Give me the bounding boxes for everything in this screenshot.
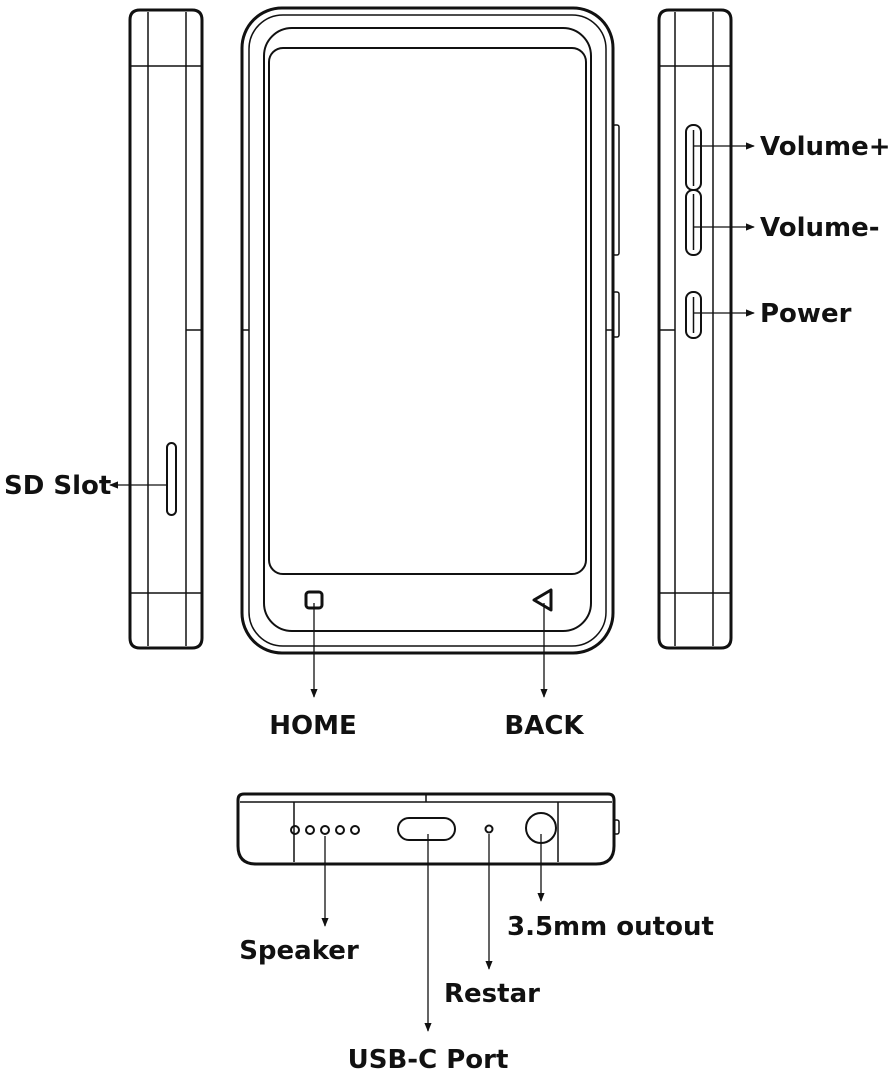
label-restart: Restar xyxy=(444,979,540,1009)
label-speaker: Speaker xyxy=(239,936,359,966)
label-volume-up: Volume+ xyxy=(760,132,888,162)
restart-hole xyxy=(484,824,494,834)
label-back: BACK xyxy=(504,711,584,741)
label-audio-jack: 3.5mm outout xyxy=(507,912,714,942)
front-view xyxy=(240,6,620,655)
speaker-holes xyxy=(290,825,360,835)
bottom-view xyxy=(236,792,620,866)
label-sd-slot: SD Slot xyxy=(4,471,111,501)
power-button xyxy=(685,291,702,339)
callout-arrows xyxy=(109,142,755,1032)
screen xyxy=(268,47,587,575)
left-side-view xyxy=(128,8,204,650)
label-usb-c: USB-C Port xyxy=(348,1045,509,1075)
label-home: HOME xyxy=(269,711,357,741)
usb-c-port xyxy=(397,817,456,841)
sd-slot xyxy=(166,442,177,516)
label-power: Power xyxy=(760,299,852,329)
back-icon xyxy=(532,588,553,612)
right-side-view xyxy=(657,8,733,650)
volume-down-button xyxy=(685,189,702,256)
label-volume-down: Volume- xyxy=(760,213,880,243)
